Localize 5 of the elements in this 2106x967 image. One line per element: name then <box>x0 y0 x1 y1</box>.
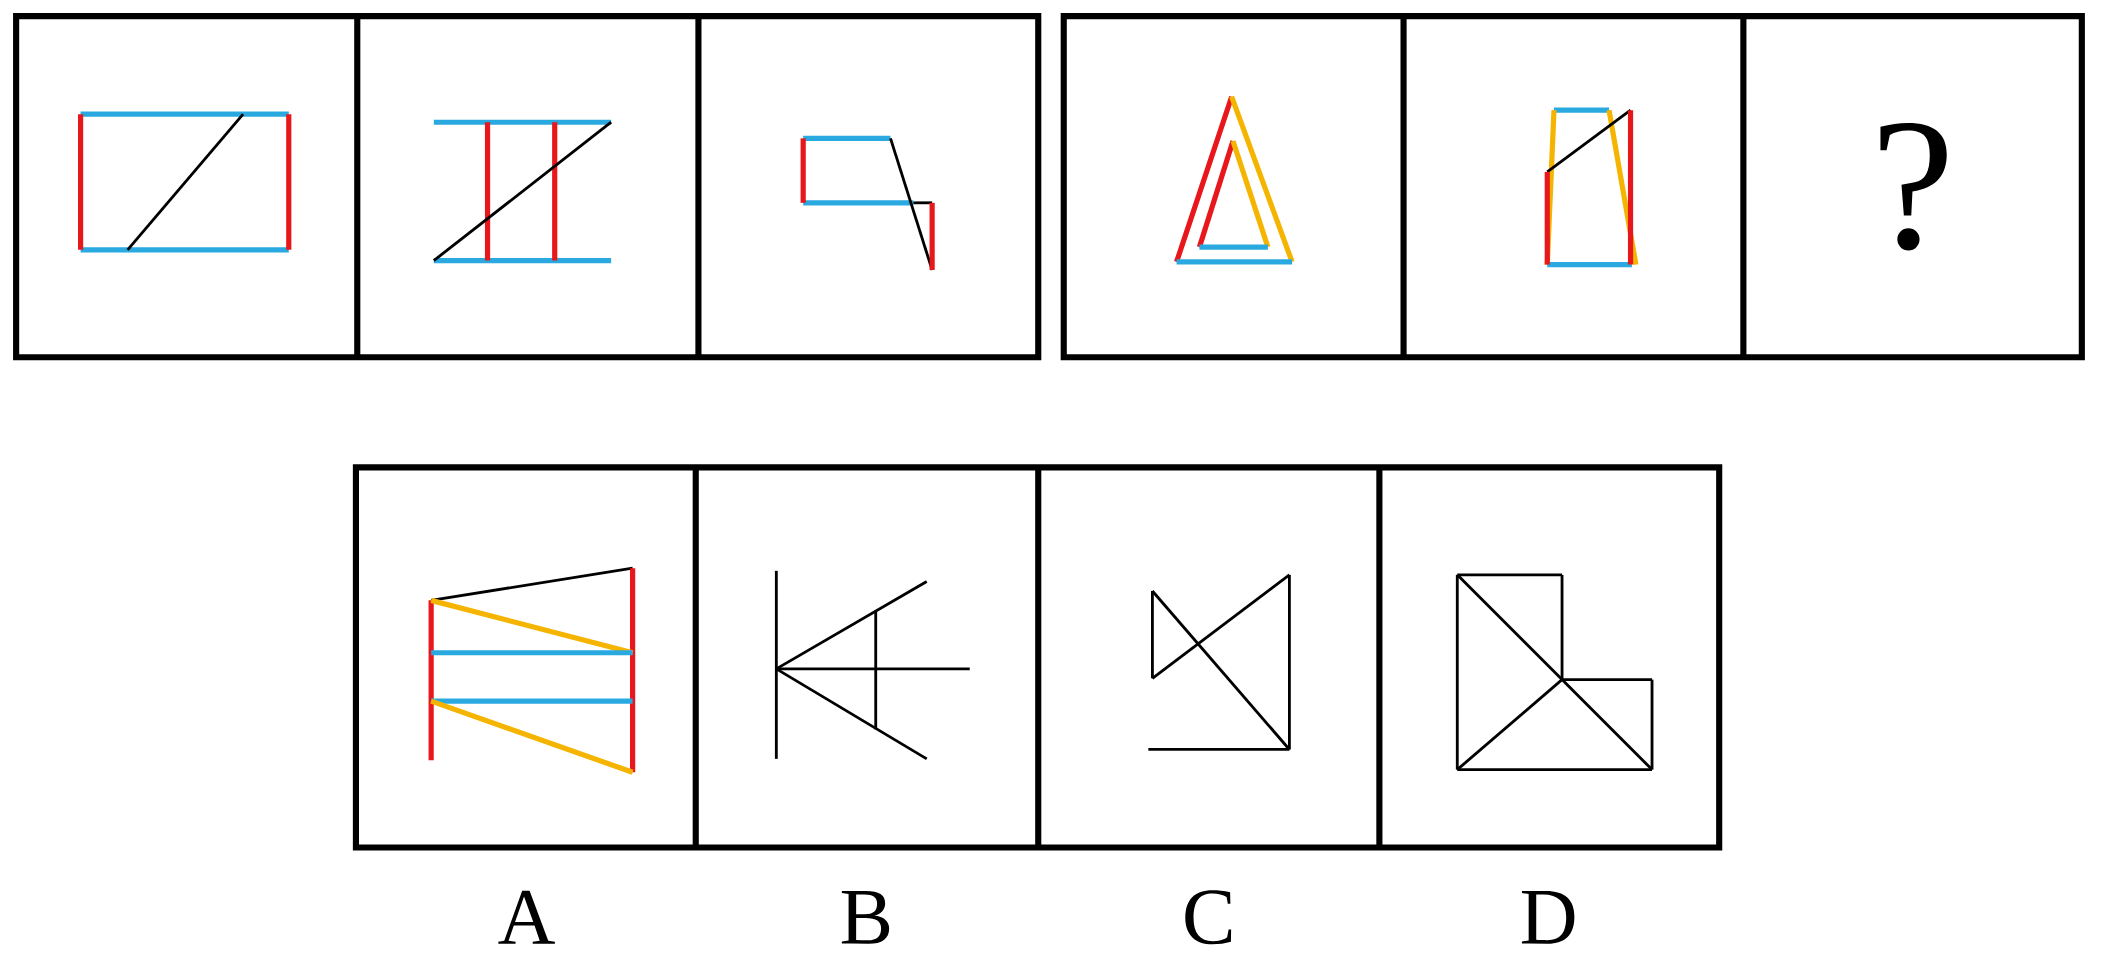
option-letter: D <box>1521 890 1575 944</box>
option-letter: B <box>841 890 890 944</box>
question-mark: ? <box>1880 122 1947 251</box>
option-letter: C <box>1185 890 1232 945</box>
option-letter: A <box>498 890 555 944</box>
